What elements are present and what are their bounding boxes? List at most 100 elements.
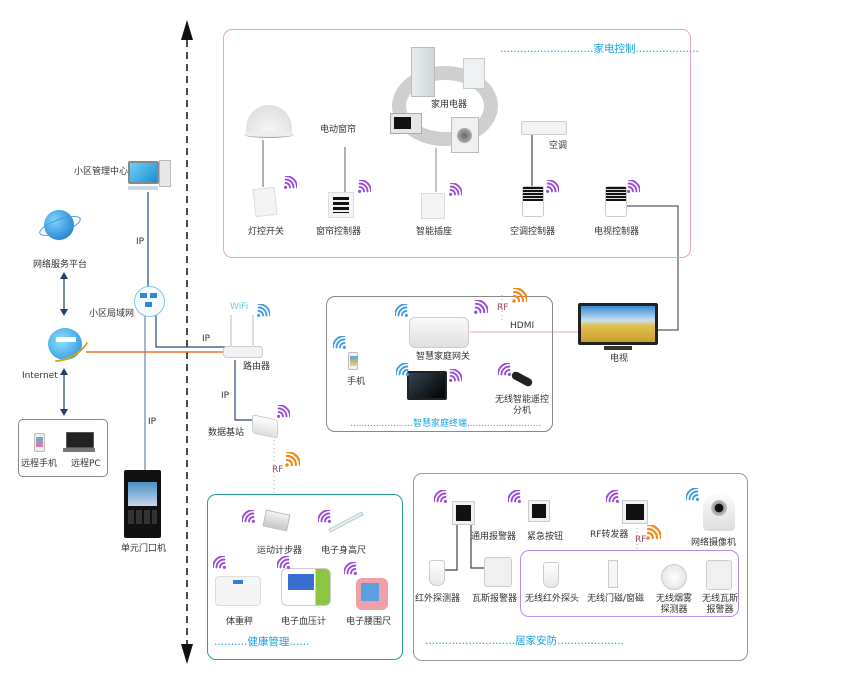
arrow-down-icon <box>181 644 193 664</box>
remote-pc-icon <box>63 432 95 452</box>
wireless-signal-icon <box>434 490 447 503</box>
ip-camera-label: 网络摄像机 <box>691 538 737 548</box>
door-unit-device <box>124 470 161 538</box>
wireless-smoke-label-line2: 探测器 <box>660 605 688 615</box>
water-heater-icon <box>463 58 485 89</box>
wireless-signal-icon <box>396 363 409 376</box>
height-ruler-label: 电子身高尺 <box>321 546 367 556</box>
rf-label: RF <box>272 465 284 475</box>
wireless-signal-icon <box>449 183 462 196</box>
smart-socket-label: 智能插座 <box>416 227 453 237</box>
wireless-signal-icon <box>318 510 331 523</box>
wireless-smoke-label: 无线烟雾 探测器 <box>650 594 698 616</box>
light-switch-device <box>252 186 278 218</box>
wireless-signal-icon <box>606 490 619 503</box>
wireless-signal-icon <box>277 556 290 569</box>
wireless-signal-icon <box>395 304 408 317</box>
appliance-control-title: ............................家电控制........… <box>500 43 699 55</box>
rf-repeater-label: RF转发器 <box>590 530 629 540</box>
wireless-signal-icon <box>242 510 255 523</box>
scale-device <box>215 576 261 606</box>
waist-ruler-device <box>356 578 388 610</box>
security-title: ...........................居家安防.........… <box>425 635 624 647</box>
security-section <box>413 473 748 661</box>
door-unit-label: 单元门口机 <box>121 544 167 554</box>
wireless-remote-label-line2: 分机 <box>512 406 531 416</box>
ip-label: IP <box>136 237 145 247</box>
emergency-button-label: 紧急按钮 <box>527 532 564 542</box>
blood-pressure-device <box>281 568 331 606</box>
remote-phone-icon <box>34 433 45 452</box>
community-lan-label: 小区局域网 <box>89 309 135 319</box>
pedometer-label: 运动计步器 <box>257 546 303 556</box>
smart-socket-device <box>421 193 445 219</box>
wireless-gas-alarm-label-line2: 报警器 <box>706 605 734 615</box>
rf-label: RF <box>635 535 647 545</box>
phone-device <box>348 352 358 370</box>
tv-controller-device <box>605 186 627 217</box>
waist-ruler-label: 电子腰围尺 <box>346 617 392 627</box>
wireless-signal-icon <box>257 304 270 317</box>
ip-label: IP <box>202 334 211 344</box>
wireless-smoke-label-line1: 无线烟雾 <box>655 594 692 604</box>
internet-label: Internet <box>22 371 58 381</box>
internet-explorer-icon <box>41 323 95 369</box>
wireless-signal-icon <box>285 452 300 467</box>
washing-machine-icon <box>451 117 479 153</box>
wireless-signal-icon <box>512 288 527 303</box>
wireless-infrared-device <box>543 562 559 588</box>
appliance-control-section <box>223 29 691 258</box>
ceiling-lamp-icon <box>244 105 294 139</box>
gas-alarm-label: 瓦斯报警器 <box>472 594 518 604</box>
network-platform-label: 网络服务平台 <box>33 260 88 270</box>
scale-label: 体重秤 <box>226 617 254 627</box>
wireless-signal-icon <box>344 562 357 575</box>
wireless-signal-icon <box>358 180 371 193</box>
hdmi-label: HDMI <box>510 321 535 331</box>
infrared-detector-label: 红外探测器 <box>415 594 461 604</box>
curtain-controller-label: 窗帘控制器 <box>316 227 362 237</box>
rf-label: RF <box>497 303 509 313</box>
gateway-label: 智慧家庭网关 <box>416 352 471 362</box>
light-switch-label: 灯控开关 <box>248 227 285 237</box>
curtain-motor-label: 电动窗帘 <box>320 125 357 135</box>
wireless-signal-icon <box>449 369 462 382</box>
wireless-infrared-label: 无线红外探头 <box>525 594 580 604</box>
remote-pc-label: 远程PC <box>71 459 101 469</box>
general-alarm-device <box>452 501 475 525</box>
wireless-door-sensor-device <box>608 560 618 588</box>
wireless-devices-subsection <box>520 550 739 617</box>
wireless-gas-alarm-label: 无线瓦斯 报警器 <box>696 594 744 616</box>
wireless-signal-icon <box>213 556 226 569</box>
router-device <box>223 315 263 358</box>
wireless-gas-alarm-device <box>706 560 732 590</box>
tv-stand <box>604 346 632 350</box>
fridge-icon <box>411 47 435 97</box>
remote-devices-box <box>18 419 108 477</box>
wireless-signal-icon <box>333 336 346 349</box>
gateway-device <box>409 317 469 348</box>
phone-label: 手机 <box>347 377 366 387</box>
wireless-remote-label: 无线智能遥控 分机 <box>489 395 555 417</box>
health-section <box>207 494 403 660</box>
wireless-signal-icon <box>646 525 661 540</box>
community-center-label: 小区管理中心 <box>74 167 129 177</box>
wireless-signal-icon <box>474 300 488 314</box>
wireless-smoke-device <box>661 564 687 590</box>
smart-terminal-title: ......................智慧家庭终端............… <box>350 419 542 429</box>
wireless-signal-icon <box>277 405 290 418</box>
gas-alarm-device <box>484 557 512 587</box>
curtain-controller-device <box>328 192 354 218</box>
wireless-signal-icon <box>284 176 297 189</box>
wifi-label: WiFi <box>230 302 249 312</box>
tv-device <box>578 303 658 345</box>
wireless-signal-icon <box>686 488 699 501</box>
globe-icon <box>36 207 84 247</box>
air-conditioner-icon <box>521 121 567 135</box>
home-appliances-label: 家用电器 <box>431 100 468 110</box>
wireless-signal-icon <box>627 180 640 193</box>
emergency-button-device <box>528 500 550 522</box>
ac-controller-device <box>522 186 544 217</box>
tv-label: 电视 <box>610 354 629 364</box>
